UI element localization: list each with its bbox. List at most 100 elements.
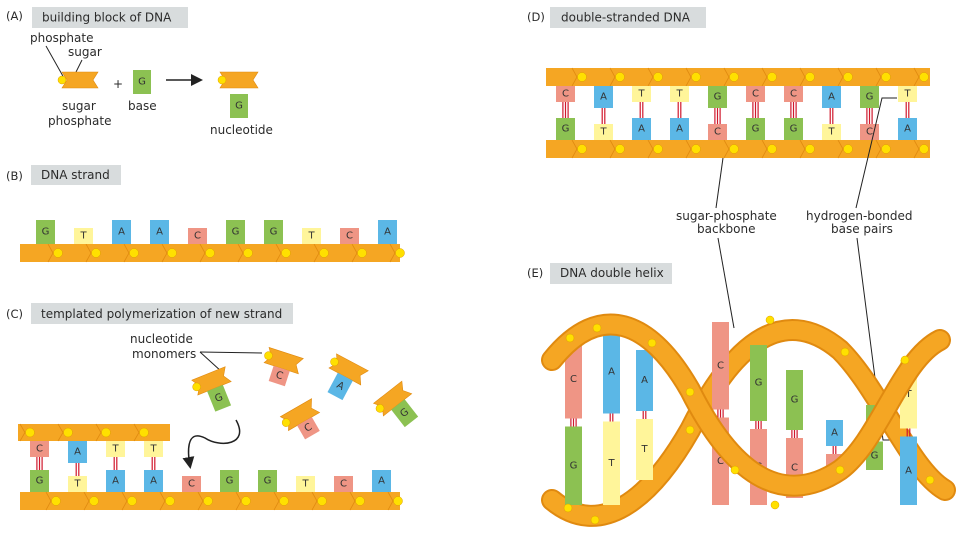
- panel-c-letter: (C): [6, 307, 23, 321]
- base-letter: T: [675, 89, 683, 100]
- backbone-notch: [273, 491, 280, 511]
- phosphate-dot: [101, 427, 111, 438]
- base-letter: T: [307, 231, 315, 242]
- panel-c: (C) templated polymerization of new stra…: [6, 303, 419, 511]
- base-c: [565, 340, 582, 419]
- backbone-notch: [235, 491, 242, 511]
- base-t: [636, 419, 653, 480]
- base-block: A: [670, 118, 689, 140]
- monomers-label-line2: monomers: [132, 347, 196, 361]
- base-letter: C: [194, 231, 201, 242]
- base-letter: G: [270, 227, 278, 238]
- base-t: [632, 86, 651, 102]
- base-letter: A: [384, 227, 391, 238]
- base-c: [784, 86, 803, 102]
- phosphate-dot: [281, 418, 291, 427]
- phosphate-dot: [805, 144, 815, 154]
- base-block: A: [632, 118, 651, 140]
- base-block: G: [708, 86, 727, 108]
- base-c: [268, 365, 290, 387]
- base-c: [188, 228, 207, 244]
- phosphate-dot: [393, 496, 403, 506]
- panel-b-title: DNA strand: [41, 168, 110, 182]
- base-block: A: [327, 372, 353, 401]
- base-letter: G: [570, 460, 578, 471]
- base-g: [556, 118, 575, 140]
- base-a: [636, 350, 653, 411]
- base-block: A: [900, 436, 917, 505]
- sugar-phosphate-segment: [61, 71, 99, 89]
- base-a: [144, 470, 163, 492]
- base-a: [603, 330, 620, 414]
- base-block: T: [594, 124, 613, 140]
- backbone-notch: [647, 67, 654, 87]
- phosphate-dot: [317, 496, 327, 506]
- base-t: [106, 441, 125, 457]
- backbone-notch: [311, 491, 318, 511]
- base-block: C: [784, 86, 803, 102]
- backbone-notch: [57, 423, 64, 442]
- base-letter: A: [641, 375, 648, 386]
- phosphate-dot: [89, 496, 99, 506]
- panel-c-title-bg: [31, 303, 293, 324]
- base-t: [670, 86, 689, 102]
- base-a: [632, 118, 651, 140]
- backbone-notch: [133, 423, 140, 442]
- base-letter: C: [562, 89, 569, 100]
- helix-strand-front-fill: [543, 315, 949, 495]
- backbone-notch: [913, 139, 920, 159]
- base-letter: T: [827, 127, 835, 138]
- phosphate-dot: [900, 355, 910, 365]
- phosphate-dot: [395, 248, 405, 258]
- panel-b-title-bg: [31, 165, 121, 185]
- nucleotide-monomer: C: [263, 346, 304, 387]
- panel-d: (D) double-stranded DNA CGATTATAGCCGCGAT…: [527, 7, 930, 441]
- backbone-notch: [95, 423, 102, 442]
- base-c: [860, 124, 879, 140]
- base-letter: C: [570, 374, 577, 385]
- base-letter: C: [274, 370, 284, 383]
- phosphate-dot: [129, 248, 139, 258]
- base-letter: G: [714, 92, 722, 103]
- base-g: [860, 86, 879, 108]
- backbone-notch: [609, 139, 616, 159]
- base-g: [230, 94, 248, 118]
- panel-c-title: templated polymerization of new strand: [41, 307, 282, 321]
- base-block: A: [372, 470, 391, 492]
- base-block: T: [898, 86, 917, 102]
- base-block: G: [230, 94, 248, 118]
- base-letter: C: [346, 231, 353, 242]
- panel-e-title: DNA double helix: [560, 266, 664, 280]
- backbone-notch: [875, 139, 882, 159]
- phosphate-dot: [881, 72, 891, 82]
- phosphate-dot: [63, 427, 73, 438]
- base-letter: C: [340, 479, 347, 490]
- phosphate-dot: [730, 465, 740, 475]
- base-block: G: [784, 118, 803, 140]
- base-block: G: [264, 220, 283, 244]
- base-letter: A: [156, 227, 163, 238]
- phosphate-dot: [25, 427, 35, 438]
- base-letter: C: [752, 89, 759, 100]
- base-letter: C: [717, 456, 724, 467]
- base-t: [603, 421, 620, 505]
- base-letter: A: [74, 447, 81, 458]
- base-block: G: [391, 399, 419, 428]
- base-letter: G: [232, 227, 240, 238]
- phosphate-dot: [375, 404, 385, 413]
- phosphate-dot: [57, 75, 67, 85]
- phosphate-dot: [139, 427, 149, 438]
- base-block: T: [822, 124, 841, 140]
- phosphate-dot: [691, 72, 701, 82]
- base-block: A: [636, 350, 653, 411]
- base-c: [334, 476, 353, 492]
- base-letter: A: [831, 428, 838, 439]
- base-c: [708, 124, 727, 140]
- base-letter: T: [301, 479, 309, 490]
- base-letter: A: [828, 92, 835, 103]
- base-a: [112, 220, 131, 244]
